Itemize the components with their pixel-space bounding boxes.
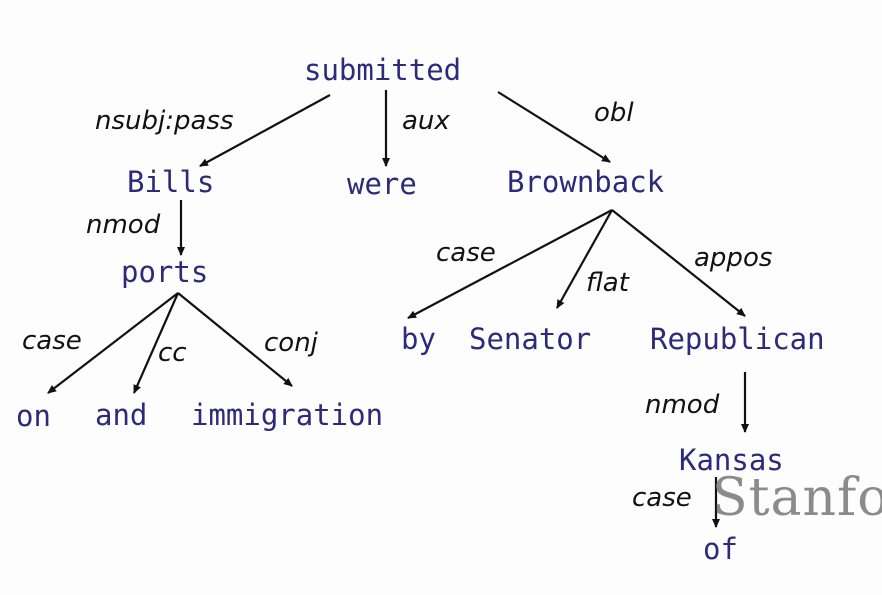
relation-appos: appos xyxy=(694,243,773,273)
relation-case-of: case xyxy=(632,483,692,513)
stanford-watermark: Stanfo xyxy=(712,468,882,528)
relation-case-on: case xyxy=(22,326,82,356)
relation-flat: flat xyxy=(586,268,629,298)
relation-nsubj-pass: nsubj:pass xyxy=(95,106,234,136)
word-republican: Republican xyxy=(650,322,825,356)
relation-nmod-ports: nmod xyxy=(86,210,161,240)
edge-brownback-senator xyxy=(556,209,613,309)
word-ports: ports xyxy=(121,255,209,289)
word-kansas: Kansas xyxy=(679,443,784,477)
word-bills: Bills xyxy=(127,165,215,199)
word-immigration: immigration xyxy=(191,398,384,432)
relation-aux: aux xyxy=(402,106,450,136)
word-of: of xyxy=(703,532,738,566)
edge-ports-immigration xyxy=(177,292,293,387)
relation-case-by: case xyxy=(436,238,496,268)
edge-ports-on xyxy=(47,292,179,394)
word-senator: Senator xyxy=(469,322,592,356)
word-submitted: submitted xyxy=(304,53,462,87)
edge-brownback-republican xyxy=(611,209,746,317)
edge-submitted-bills xyxy=(199,94,331,167)
relation-nmod-kansas: nmod xyxy=(645,390,720,420)
edge-ports-and xyxy=(132,292,180,394)
word-on: on xyxy=(16,399,51,433)
edge-submitted-brownback xyxy=(497,91,611,163)
relation-cc: cc xyxy=(158,338,187,368)
word-brownback: Brownback xyxy=(507,165,665,199)
word-by: by xyxy=(401,322,436,356)
relation-conj: conj xyxy=(264,328,318,358)
relation-obl: obl xyxy=(594,98,634,128)
word-were: were xyxy=(347,167,417,201)
word-and: and xyxy=(95,398,148,432)
edge-brownback-by xyxy=(407,209,613,319)
